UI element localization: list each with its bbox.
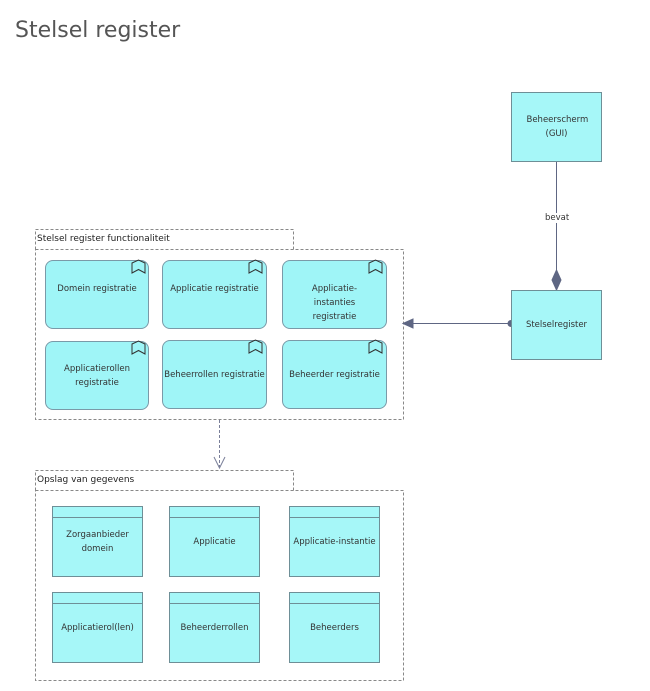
function-applicatie-instanties-registratie[interactable]: Applicatie-instanties registratie [282, 260, 387, 329]
function-label: Beheerrollen registratie [164, 369, 265, 380]
data-object-header-line [53, 517, 142, 518]
function-applicatie-registratie[interactable]: Applicatie registratie [162, 260, 267, 329]
data-object-label: Beheerders [310, 622, 359, 633]
page-title: Stelsel register [15, 18, 181, 43]
access-connector [213, 420, 226, 470]
data-object-applicatie-instantie[interactable]: Applicatie-instantie [289, 506, 380, 577]
component-stelselregister-label: Stelselregister [525, 320, 588, 330]
data-object-label: Beheerderrollen [180, 622, 249, 633]
group-functionaliteit-label: Stelsel register functionaliteit [37, 234, 170, 244]
edge-label-bevat: bevat [545, 213, 570, 223]
data-object-label: Applicatierol(len) [61, 622, 134, 633]
function-label: Beheerder registratie [289, 369, 380, 380]
component-stelselregister[interactable]: Stelselregister [511, 290, 602, 360]
function-beheerder-registratie[interactable]: Beheerder registratie [282, 340, 387, 409]
function-label: Applicatierollen registratie [64, 363, 130, 388]
component-beheerscherm-label: Beheerscherm (GUI) [526, 115, 589, 139]
group-opslag-label: Opslag van gegevens [37, 475, 135, 485]
data-object-zorgaanbieder-domein[interactable]: Zorgaanbieder domein [52, 506, 143, 577]
group-opslag-frame [35, 470, 404, 681]
data-object-label: Applicatie [193, 536, 236, 547]
function-domein-registratie[interactable]: Domein registratie [45, 260, 149, 329]
composition-connector [551, 162, 562, 292]
group-functionaliteit-frame [35, 229, 404, 420]
data-object-header-line [53, 603, 142, 604]
function-label: Applicatie registratie [170, 284, 259, 294]
data-object-label: Applicatie-instantie [293, 536, 376, 547]
component-beheerscherm[interactable]: Beheerscherm (GUI) [511, 92, 602, 162]
data-object-beheerders[interactable]: Beheerders [289, 592, 380, 663]
data-object-beheerderrollen[interactable]: Beheerderrollen [169, 592, 260, 663]
function-label: Domein registratie [57, 284, 137, 294]
data-object-header-line [170, 603, 259, 604]
function-label: Applicatie-instanties registratie [311, 284, 358, 322]
data-object-applicatierollen[interactable]: Applicatierol(len) [52, 592, 143, 663]
data-object-header-line [290, 517, 379, 518]
data-object-header-line [290, 603, 379, 604]
function-applicatierollen-registratie[interactable]: Applicatierollen registratie [45, 341, 149, 410]
function-beheerrollen-registratie[interactable]: Beheerrollen registratie [162, 340, 267, 409]
data-object-label: Zorgaanbieder domein [66, 529, 129, 554]
data-object-applicatie[interactable]: Applicatie [169, 506, 260, 577]
data-object-header-line [170, 517, 259, 518]
assignment-connector [401, 318, 515, 329]
